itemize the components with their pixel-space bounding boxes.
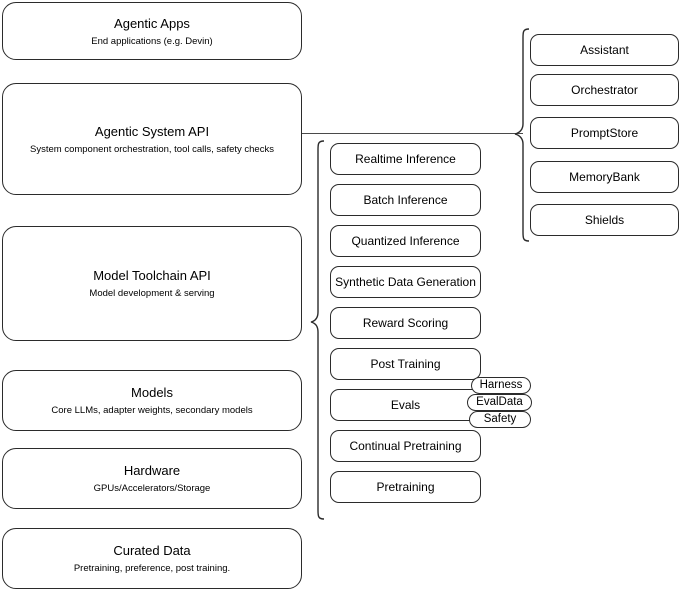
layer-card-curated-data[interactable]: Curated Data Pretraining, preference, po… <box>2 528 302 589</box>
system-item-orchestrator[interactable]: Orchestrator <box>530 74 679 106</box>
layer-title: Agentic System API <box>94 123 210 139</box>
toolchain-item-quantized-inference[interactable]: Quantized Inference <box>330 225 481 257</box>
toolchain-item-post-training[interactable]: Post Training <box>330 348 481 380</box>
system-item-shields[interactable]: Shields <box>530 204 679 236</box>
toolchain-item-batch-inference[interactable]: Batch Inference <box>330 184 481 216</box>
layer-card-models[interactable]: Models Core LLMs, adapter weights, secon… <box>2 370 302 431</box>
layer-card-agentic-apps[interactable]: Agentic Apps End applications (e.g. Devi… <box>2 2 302 60</box>
evals-subcomponent-harness[interactable]: Harness <box>471 377 531 394</box>
layer-card-model-toolchain-api[interactable]: Model Toolchain API Model development & … <box>2 226 302 341</box>
layer-subtitle: Model development & serving <box>89 288 215 299</box>
system-item-memorybank[interactable]: MemoryBank <box>530 161 679 193</box>
brace-system-components <box>514 28 530 242</box>
toolchain-item-pretraining[interactable]: Pretraining <box>330 471 481 503</box>
layer-title: Models <box>131 385 173 400</box>
layer-subtitle: Core LLMs, adapter weights, secondary mo… <box>51 405 253 416</box>
layer-title: Agentic Apps <box>114 15 190 31</box>
brace-toolchain <box>310 140 326 520</box>
layer-card-hardware[interactable]: Hardware GPUs/Accelerators/Storage <box>2 448 302 509</box>
layer-subtitle: End applications (e.g. Devin) <box>91 35 213 47</box>
evals-subcomponent-evaldata[interactable]: EvalData <box>467 394 532 411</box>
layer-subtitle: Pretraining, preference, post training. <box>73 563 231 574</box>
system-item-promptstore[interactable]: PromptStore <box>530 117 679 149</box>
layer-title: Curated Data <box>113 543 191 558</box>
layer-title: Model Toolchain API <box>93 268 211 283</box>
toolchain-item-reward-scoring[interactable]: Reward Scoring <box>330 307 481 339</box>
toolchain-item-synthetic-data-generation[interactable]: Synthetic Data Generation <box>330 266 481 298</box>
connector-system-api-to-components <box>302 133 523 134</box>
system-item-assistant[interactable]: Assistant <box>530 34 679 66</box>
layer-title: Hardware <box>123 463 181 478</box>
evals-subcomponent-safety[interactable]: Safety <box>469 411 531 428</box>
layer-subtitle: GPUs/Accelerators/Storage <box>93 483 211 494</box>
toolchain-item-evals[interactable]: Evals <box>330 389 481 421</box>
toolchain-item-realtime-inference[interactable]: Realtime Inference <box>330 143 481 175</box>
layer-card-agentic-system-api[interactable]: Agentic System API System component orch… <box>2 83 302 195</box>
toolchain-item-continual-pretraining[interactable]: Continual Pretraining <box>330 430 481 462</box>
layer-subtitle: System component orchestration, tool cal… <box>30 143 274 155</box>
